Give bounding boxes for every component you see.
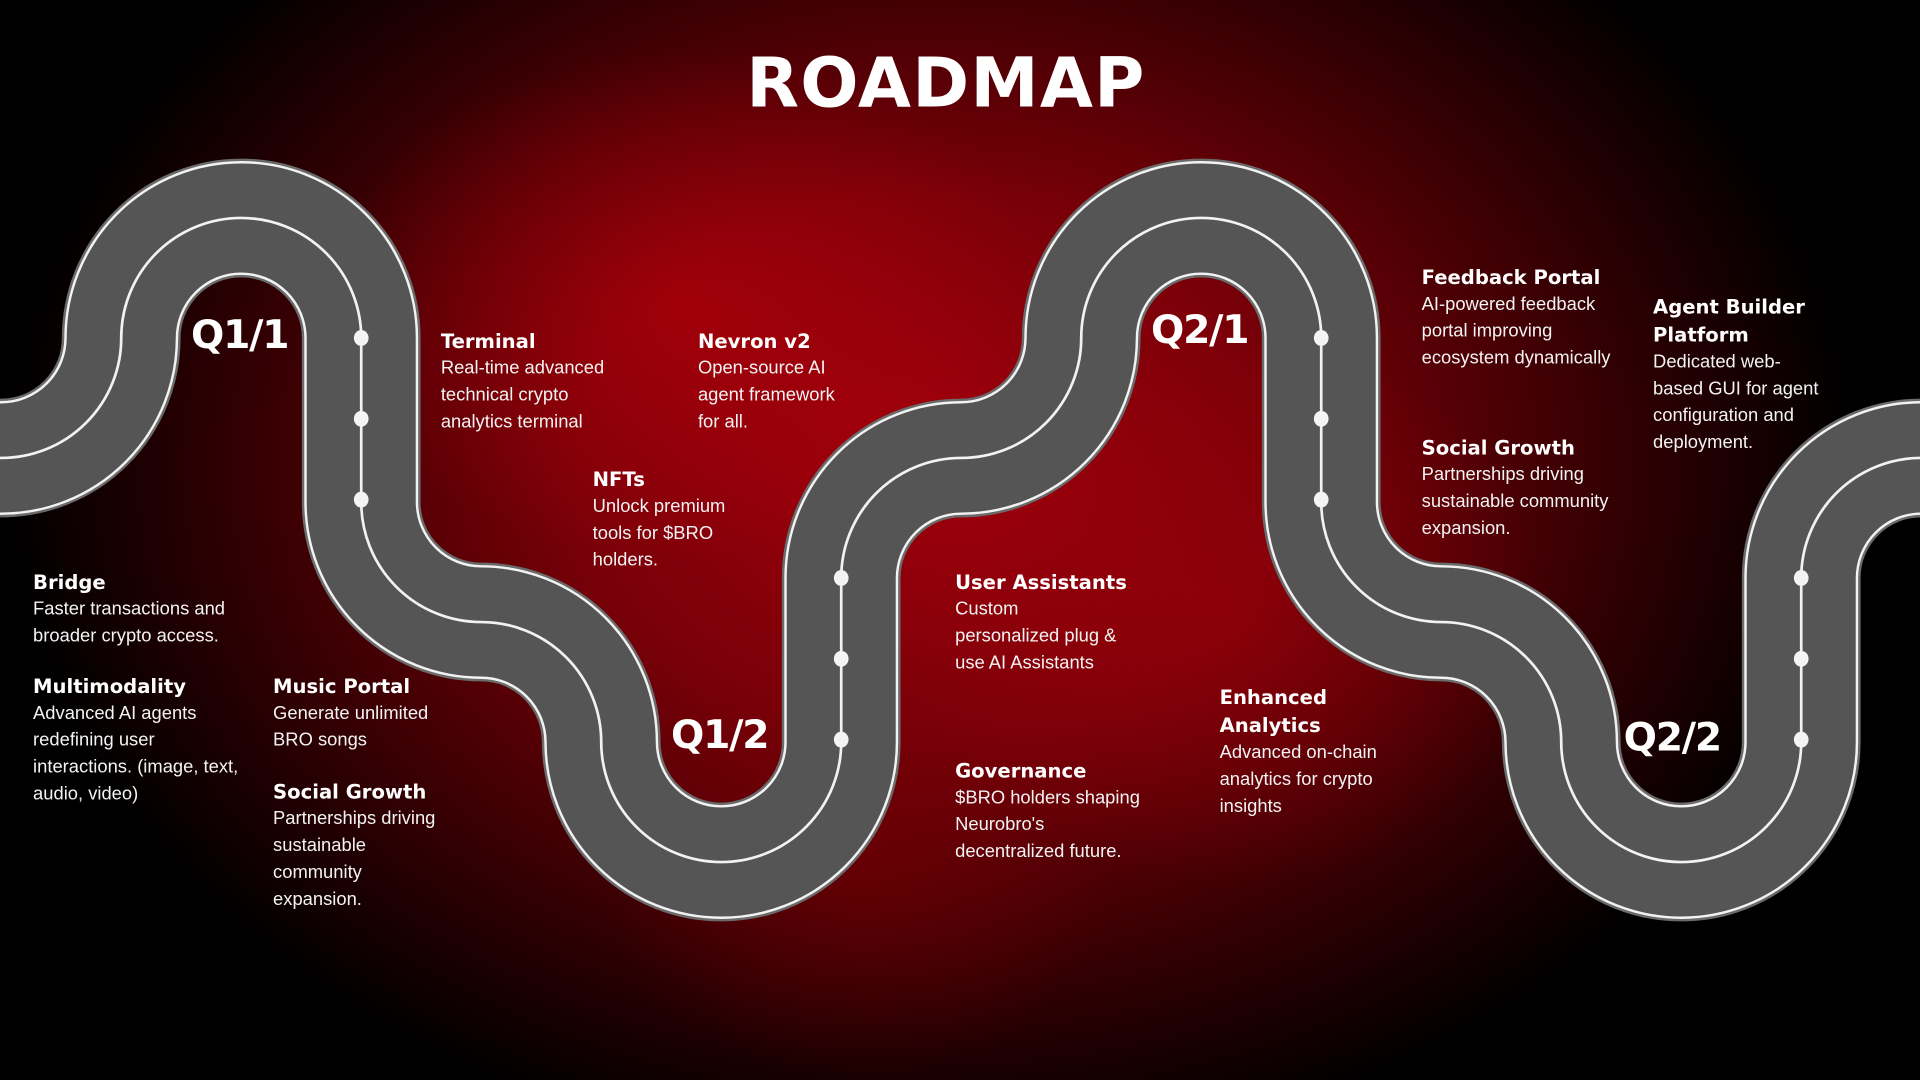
quarter-label-q2-2: Q2/2 <box>1623 713 1722 761</box>
milestone-description: tools for $BRO <box>592 522 714 544</box>
milestone-dot <box>1793 650 1809 667</box>
milestone-dot <box>1313 410 1329 427</box>
milestone-description: community <box>273 862 362 883</box>
milestone-description: expansion. <box>1421 517 1511 539</box>
milestone-description: BRO songs <box>273 729 367 751</box>
milestone-dot <box>833 731 849 748</box>
milestone-description: decentralized future. <box>955 841 1122 863</box>
milestone-title: Feedback Portal <box>1421 265 1601 289</box>
milestone-title: Social Growth <box>1421 435 1575 460</box>
milestone-title: Music Portal <box>273 674 411 698</box>
milestone-description: personalized plug & <box>955 625 1117 647</box>
milestone-dot <box>353 330 369 346</box>
road-center-line <box>0 216 1920 864</box>
page-title: ROADMAP <box>746 44 1146 124</box>
milestone-description: Faster transactions and <box>33 598 226 620</box>
milestone-description: analytics for crypto <box>1219 768 1373 790</box>
milestone-description: technical crypto <box>440 384 569 406</box>
milestone-dot <box>1793 731 1809 748</box>
milestone-dot <box>353 491 369 508</box>
milestone-description: ecosystem dynamically <box>1421 347 1611 369</box>
milestone-description: broader crypto access. <box>33 625 219 647</box>
milestone-title: Nevron v2 <box>697 329 811 353</box>
milestone-description: use AI Assistants <box>955 652 1094 674</box>
milestone-description: Partnerships driving <box>1421 464 1584 485</box>
quarter-label-q1-2: Q1/2 <box>671 711 769 758</box>
milestone-description: Advanced AI agents <box>33 702 197 724</box>
milestone-description: expansion. <box>273 888 362 910</box>
milestone-title: Bridge <box>33 570 106 594</box>
milestone-description: Unlock premium <box>592 495 726 517</box>
quarter-label-q2-1: Q2/1 <box>1151 306 1249 353</box>
milestone-description: Custom <box>955 598 1019 620</box>
milestone-description: sustainable community <box>1421 491 1609 512</box>
milestone-title: Terminal <box>440 329 536 353</box>
milestone-title: Analytics <box>1219 713 1321 738</box>
milestone-dot <box>1313 491 1329 508</box>
milestone-item: Nevron v2 Open-source AI agent framework fo… <box>698 327 835 436</box>
milestone-title: Social Growth <box>273 780 427 804</box>
milestone-description: Neurobro's <box>955 814 1045 836</box>
milestone-description: $BRO holders shaping <box>955 787 1140 809</box>
milestone-title: User Assistants <box>955 570 1127 594</box>
milestone-description: Generate unlimited <box>273 702 429 724</box>
milestone-description: audio, video) <box>33 783 139 805</box>
milestone-description: configuration and <box>1653 405 1794 427</box>
milestone-dot <box>833 570 849 586</box>
milestone-description: Open-source AI <box>697 357 826 379</box>
milestone-description: portal improving <box>1421 320 1553 342</box>
milestone-description: based GUI for agent <box>1653 378 1819 400</box>
milestone-description: Partnerships driving <box>273 808 436 829</box>
milestone-dot <box>833 650 849 667</box>
milestone-description: Dedicated web- <box>1653 351 1781 373</box>
milestone-title: Platform <box>1653 323 1749 347</box>
milestone-title: NFTs <box>592 467 645 492</box>
milestone-description: redefining user <box>33 729 155 751</box>
milestone-description: insights <box>1219 795 1282 817</box>
milestone-description: agent framework <box>697 384 835 406</box>
quarter-label-q1-1: Q1/1 <box>191 311 289 358</box>
milestone-description: interactions. (image, text, <box>33 756 239 778</box>
milestone-dot <box>1313 330 1329 346</box>
milestone-description: sustainable <box>273 835 366 856</box>
milestone-description: holders. <box>592 549 659 571</box>
milestone-description: AI-powered feedback <box>1421 293 1596 315</box>
milestone-title: Governance <box>955 759 1087 783</box>
milestone-description: analytics terminal <box>440 411 583 433</box>
milestone-title: Agent Builder <box>1653 295 1805 319</box>
milestone-description: for all. <box>697 411 748 433</box>
milestone-description: deployment. <box>1653 432 1754 454</box>
milestone-dot <box>353 410 369 427</box>
milestone-dot <box>1793 570 1809 586</box>
milestone-title: Enhanced <box>1219 685 1327 709</box>
milestone-title: Multimodality <box>33 674 186 698</box>
milestone-description: Real-time advanced <box>440 357 605 379</box>
milestone-description: Advanced on-chain <box>1219 742 1377 763</box>
